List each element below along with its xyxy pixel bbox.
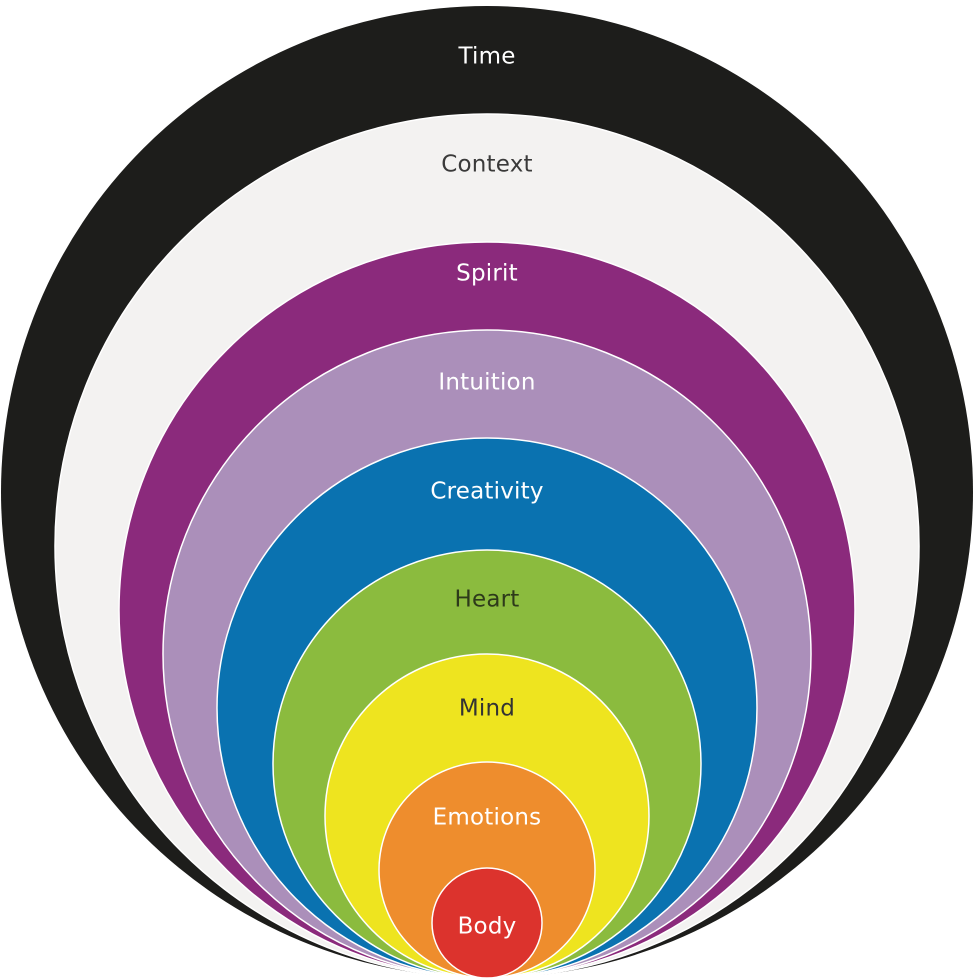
label-creativity: Creativity (430, 479, 543, 505)
label-body: Body (458, 914, 517, 940)
label-spirit: Spirit (456, 261, 518, 287)
label-time: Time (457, 44, 515, 70)
labels-group: TimeContextSpiritIntuitionCreativityHear… (430, 44, 543, 940)
ring-body (431, 867, 543, 979)
label-intuition: Intuition (438, 370, 535, 396)
label-heart: Heart (454, 587, 519, 613)
label-context: Context (441, 152, 533, 178)
circles-group (1, 6, 973, 979)
label-mind: Mind (459, 696, 515, 722)
label-emotions: Emotions (433, 805, 542, 831)
